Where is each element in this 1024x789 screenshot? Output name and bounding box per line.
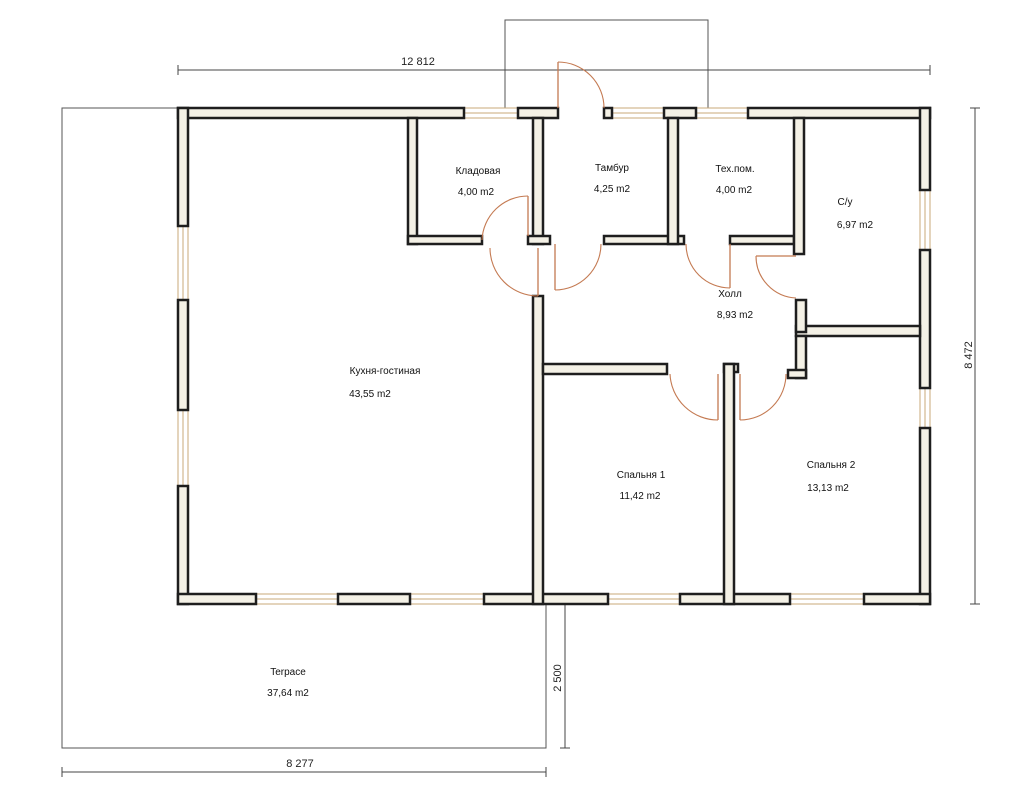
walls <box>176 106 932 606</box>
dimension-top-label: 12 812 <box>401 56 435 68</box>
room-tambur-name: Тамбур <box>595 162 629 174</box>
room-terrace-area: 37,64 m2 <box>267 688 309 699</box>
dimension-terrace-depth: 2 500 <box>552 603 570 749</box>
room-spalnya2-name: Спальня 2 <box>807 460 856 471</box>
room-spalnya2-area: 13,13 m2 <box>807 483 849 494</box>
dimension-terrace-width-label: 8 277 <box>286 758 314 770</box>
dimension-terrace-width: 8 277 <box>61 758 547 777</box>
room-spalnya1: Спальня 1 11,42 m2 <box>617 470 666 502</box>
room-spalnya1-area: 11,42 m2 <box>620 491 661 502</box>
dimension-right: 8 472 <box>963 107 980 605</box>
room-kladovaya: Кладовая 4,00 m2 <box>456 166 501 198</box>
terrace-outline <box>61 107 547 749</box>
room-kuhnya-area: 43,55 m2 <box>349 389 391 400</box>
doors <box>481 61 797 421</box>
room-terrace-name: Terpace <box>270 667 306 678</box>
dimension-right-label: 8 472 <box>963 341 975 369</box>
room-su-name: С/у <box>838 197 853 208</box>
room-tambur-area: 4,25 m2 <box>594 184 631 195</box>
room-kuhnya: Кухня-гостиная 43,55 m2 <box>349 366 420 400</box>
room-holl-area: 8,93 m2 <box>717 310 754 321</box>
room-tehpom: Тех.пом. 4,00 m2 <box>715 164 754 196</box>
room-tehpom-name: Тех.пом. <box>715 164 754 175</box>
room-tehpom-area: 4,00 m2 <box>716 185 753 196</box>
dimension-terrace-depth-label: 2 500 <box>552 664 564 692</box>
room-kladovaya-area: 4,00 m2 <box>458 187 495 198</box>
porch-outline <box>504 19 709 108</box>
windows <box>177 107 931 605</box>
room-terrace: Terpace 37,64 m2 <box>267 667 309 699</box>
room-su-area: 6,97 m2 <box>837 220 874 231</box>
room-tambur: Тамбур 4,25 m2 <box>594 162 631 195</box>
room-kladovaya-name: Кладовая <box>456 166 501 177</box>
room-kuhnya-name: Кухня-гостиная <box>350 366 421 377</box>
room-holl: Холл 8,93 m2 <box>717 289 754 321</box>
dimension-top: 12 812 <box>177 56 931 75</box>
room-su: С/у 6,97 m2 <box>837 197 874 231</box>
room-holl-name: Холл <box>718 289 742 300</box>
room-spalnya1-name: Спальня 1 <box>617 470 666 481</box>
room-spalnya2: Спальня 2 13,13 m2 <box>807 460 856 494</box>
